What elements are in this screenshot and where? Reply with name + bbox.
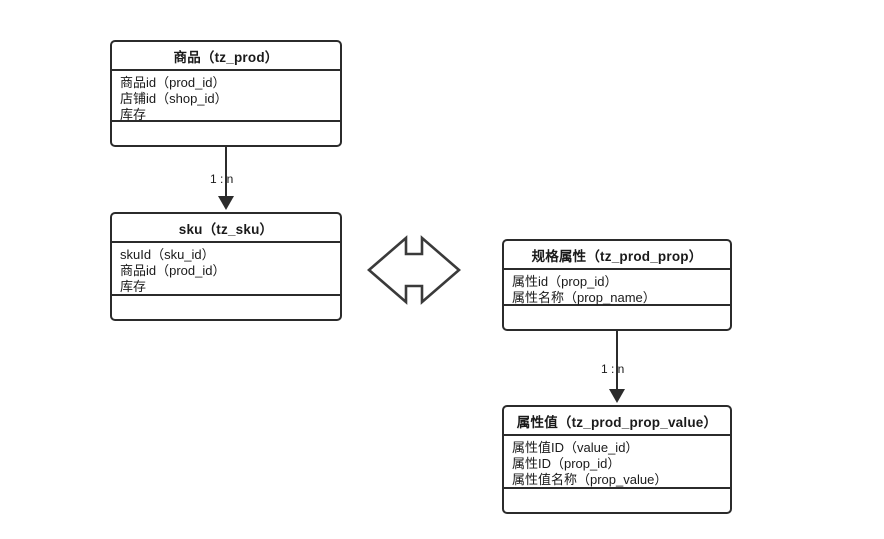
entity-header-tz_prod_prop_value: 属性值（tz_prod_prop_value） [504,407,730,436]
entity-header-tz_sku: sku（tz_sku） [112,214,340,243]
entity-attribute-row: 店铺id（shop_id） [120,91,228,106]
entity-attribute-row: skuId（sku_id） [120,247,215,262]
double-headed-arrow-icon [367,235,461,305]
entity-attribute-row: 属性名称（prop_name） [512,290,656,305]
entity-attributes-tz_prod_prop_value: 属性值ID（value_id）属性ID（prop_id）属性值名称（prop_v… [504,436,730,489]
double-arrow-shape [367,235,461,305]
entity-attributes-tz_prod_prop: 属性id（prop_id）属性名称（prop_name） [504,270,730,306]
entity-attribute-row: 商品id（prod_id） [120,75,226,90]
entity-header-tz_prod: 商品（tz_prod） [112,42,340,71]
entity-attribute-row: 商品id（prod_id） [120,263,226,278]
entity-attributes-tz_prod: 商品id（prod_id）店铺id（shop_id）库存 [112,71,340,122]
entity-box-tz_prod_prop[interactable]: 规格属性（tz_prod_prop）属性id（prop_id）属性名称（prop… [502,239,732,331]
entity-attribute-row: 属性值ID（value_id） [512,440,639,455]
arrowhead-prod-sku [218,196,234,210]
relationship-label-prod-sku: 1 : n [210,172,234,186]
entity-attribute-row: 库存 [120,279,147,294]
arrowhead-prop-value [609,389,625,403]
entity-attribute-row: 属性ID（prop_id） [512,456,621,471]
entity-attribute-row: 属性id（prop_id） [512,274,618,289]
entity-box-tz_sku[interactable]: sku（tz_sku）skuId（sku_id）商品id（prod_id）库存 [110,212,342,321]
entity-attribute-row: 库存 [120,107,147,122]
entity-attribute-row: 属性值名称（prop_value） [512,472,668,487]
entity-header-tz_prod_prop: 规格属性（tz_prod_prop） [504,241,730,270]
entity-box-tz_prod[interactable]: 商品（tz_prod）商品id（prod_id）店铺id（shop_id）库存 [110,40,342,147]
entity-attributes-tz_sku: skuId（sku_id）商品id（prod_id）库存 [112,243,340,296]
entity-box-tz_prod_prop_value[interactable]: 属性值（tz_prod_prop_value）属性值ID（value_id）属性… [502,405,732,514]
relationship-label-prop-prop-value: 1 : n [601,362,625,376]
